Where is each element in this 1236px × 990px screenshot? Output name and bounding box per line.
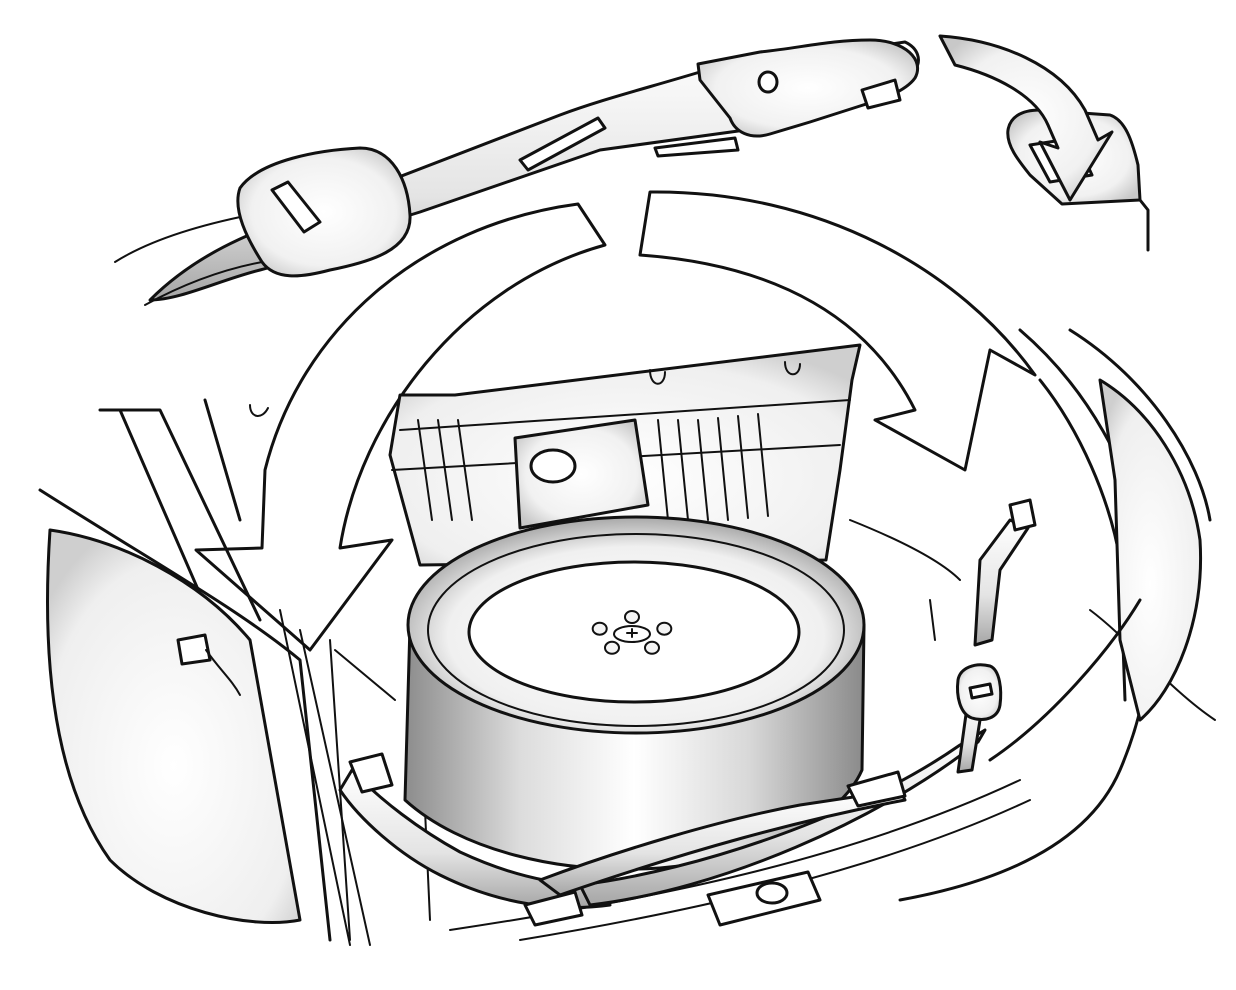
lug-nut-icon (591, 621, 608, 636)
seat-belt-strap-icon (114, 38, 920, 306)
buckle-icon (956, 663, 1003, 721)
lug-nut-icon (604, 640, 620, 655)
trunk-interior (38, 328, 1216, 946)
lug-nut-icon (624, 610, 640, 624)
lug-nut-icon (656, 621, 673, 636)
tie-down-strap-icon (338, 498, 1037, 927)
spare-tire-icon (403, 515, 866, 871)
lug-nut-group (591, 610, 673, 655)
lug-nut-icon (644, 640, 660, 655)
loop-arrow-icon (938, 34, 1114, 202)
curved-arrow-icon (194, 190, 1037, 652)
